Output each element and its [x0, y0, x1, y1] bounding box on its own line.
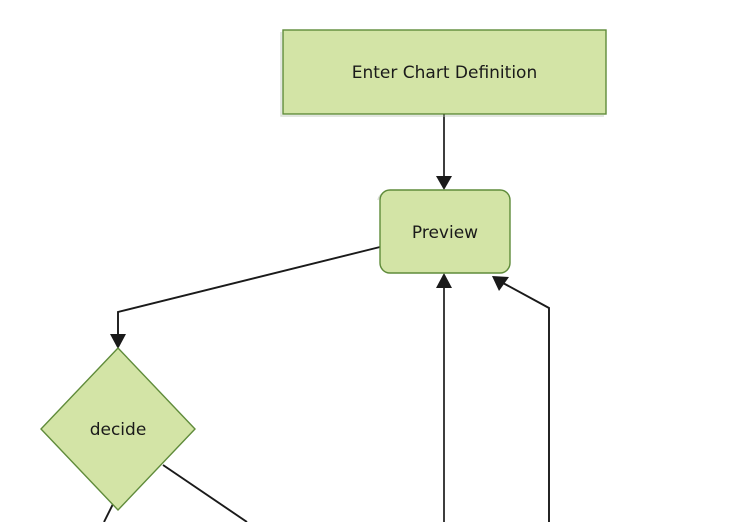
edge-bottom-to-preview [436, 273, 452, 522]
node-enter-chart-definition[interactable]: Enter Chart Definition [280, 29, 607, 117]
node-decide-shape[interactable] [40, 346, 196, 512]
edge-decide-bottom-right [162, 464, 248, 522]
node-decide[interactable]: decide [40, 346, 196, 512]
node-preview-shape[interactable] [379, 189, 511, 274]
edge-preview-to-decide [110, 246, 381, 349]
edge-enter-to-preview [436, 114, 452, 190]
edge-bottom-right-to-preview [492, 276, 550, 522]
edge-preview-to-decide-arrowhead [110, 334, 126, 349]
edge-decide-bottom-left [103, 501, 115, 522]
edge-bottom-right-to-preview-arrowhead [492, 276, 509, 291]
edge-bottom-right-to-preview-line [502, 282, 550, 522]
edge-enter-to-preview-arrowhead [436, 176, 452, 190]
edge-bottom-to-preview-arrowhead [436, 273, 452, 288]
node-layer: Enter Chart Definition Preview decide [40, 29, 607, 512]
node-enter-chart-definition-shape[interactable] [282, 29, 607, 115]
edge-decide-bottom-left-line [103, 501, 115, 522]
node-preview[interactable]: Preview [377, 189, 511, 274]
edge-decide-bottom-right-line [162, 464, 248, 522]
node-enter-chart-definition-shadow [280, 32, 604, 117]
edge-preview-to-decide-line [117, 246, 381, 339]
edge-layer [103, 114, 550, 522]
